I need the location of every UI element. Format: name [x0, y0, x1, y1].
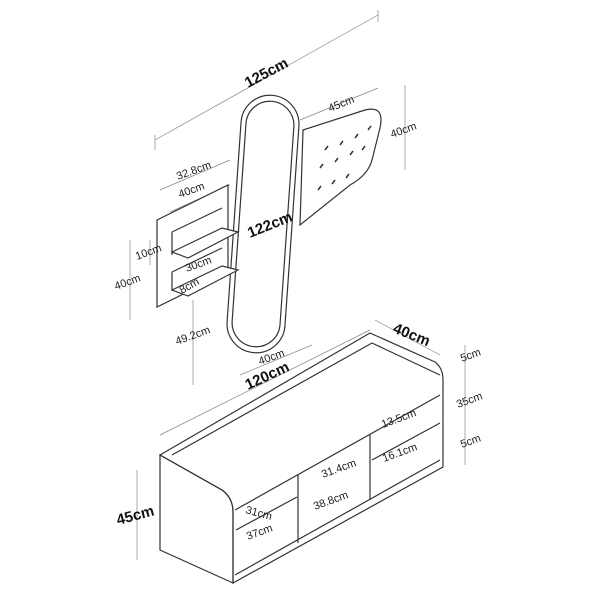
- bench-base-height-label: 5cm: [459, 432, 483, 450]
- mirror-total-width-label: 125cm: [242, 55, 291, 92]
- shelf-offset-label: 32.8cm: [175, 159, 213, 183]
- bench-height-label: 45cm: [115, 503, 156, 529]
- bench-top-thickness-label: 5cm: [459, 346, 483, 364]
- hook-board-height-label: 40cm: [389, 120, 418, 140]
- wall-shelf-unit: [156, 184, 240, 308]
- hook-board: [299, 108, 382, 227]
- hook-board-width-label: 45cm: [327, 94, 356, 115]
- shelf-unit-height-label: 40cm: [113, 272, 142, 292]
- oval-mirror: [226, 94, 300, 354]
- bench-middle-height-label: 35cm: [455, 390, 484, 410]
- dimension-lines: [129, 10, 466, 560]
- hook-icons: [317, 125, 372, 191]
- bench: [158, 332, 444, 585]
